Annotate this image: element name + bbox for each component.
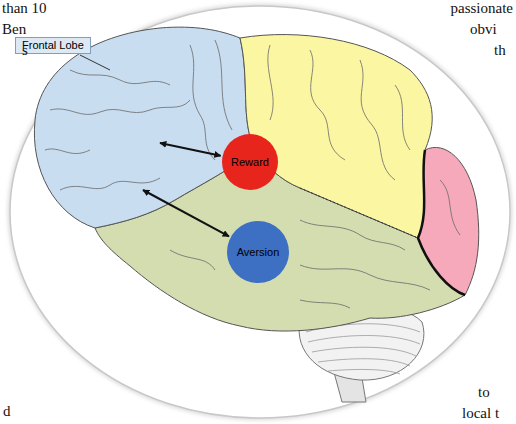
gyri-lines — [45, 40, 460, 308]
frontal-lobe — [34, 27, 255, 228]
gyrus-line — [215, 40, 232, 130]
gyrus-line — [300, 300, 350, 308]
text-fragment: local t — [462, 405, 499, 422]
occipital-lobe — [418, 147, 479, 295]
lobe-boundary — [418, 150, 465, 295]
frontal-lobe-region: Frontal Lobe — [40, 30, 160, 190]
gyrus-line — [310, 50, 345, 160]
parietal-lobe — [240, 35, 432, 238]
fold-line — [312, 347, 416, 356]
gyrus-line — [300, 220, 405, 250]
text-fragment: to — [478, 384, 490, 401]
fold-line — [328, 369, 400, 374]
gyrus-line — [60, 178, 160, 190]
gyrus-line — [70, 70, 170, 85]
text-fragment: obvi — [470, 21, 497, 38]
leader-line — [80, 55, 110, 70]
text-fragment: d — [3, 403, 11, 420]
double-arrow — [160, 143, 221, 156]
text-fragment: passionate — [451, 0, 513, 17]
text-fragment: Ben — [2, 21, 26, 38]
gyrus-line — [190, 45, 215, 160]
gyrus-line — [170, 250, 215, 270]
fold-line — [308, 336, 420, 345]
gyrus-line — [50, 100, 190, 114]
text-fragment: th — [494, 42, 506, 59]
gyrus-line — [45, 149, 90, 154]
gyrus-line — [360, 60, 395, 180]
circle-label: Aversion — [237, 246, 280, 259]
text-fragment: than 10 — [2, 0, 47, 17]
gyrus-line — [395, 85, 410, 150]
gyrus-line — [268, 45, 273, 120]
cerebellum-folds — [306, 324, 420, 374]
frame-shadow — [8, 4, 512, 420]
gyrus-line — [440, 180, 460, 235]
aversion-circle: Aversion — [227, 221, 289, 283]
reward-circle: Reward — [222, 134, 278, 190]
double-arrow — [143, 190, 229, 236]
gyrus-line — [300, 265, 430, 290]
fold-line — [318, 359, 410, 366]
oval-frame — [10, 6, 510, 418]
dotted-boundary — [300, 188, 418, 238]
circle-label: Reward — [231, 156, 269, 169]
text-fragment: s — [22, 42, 28, 59]
